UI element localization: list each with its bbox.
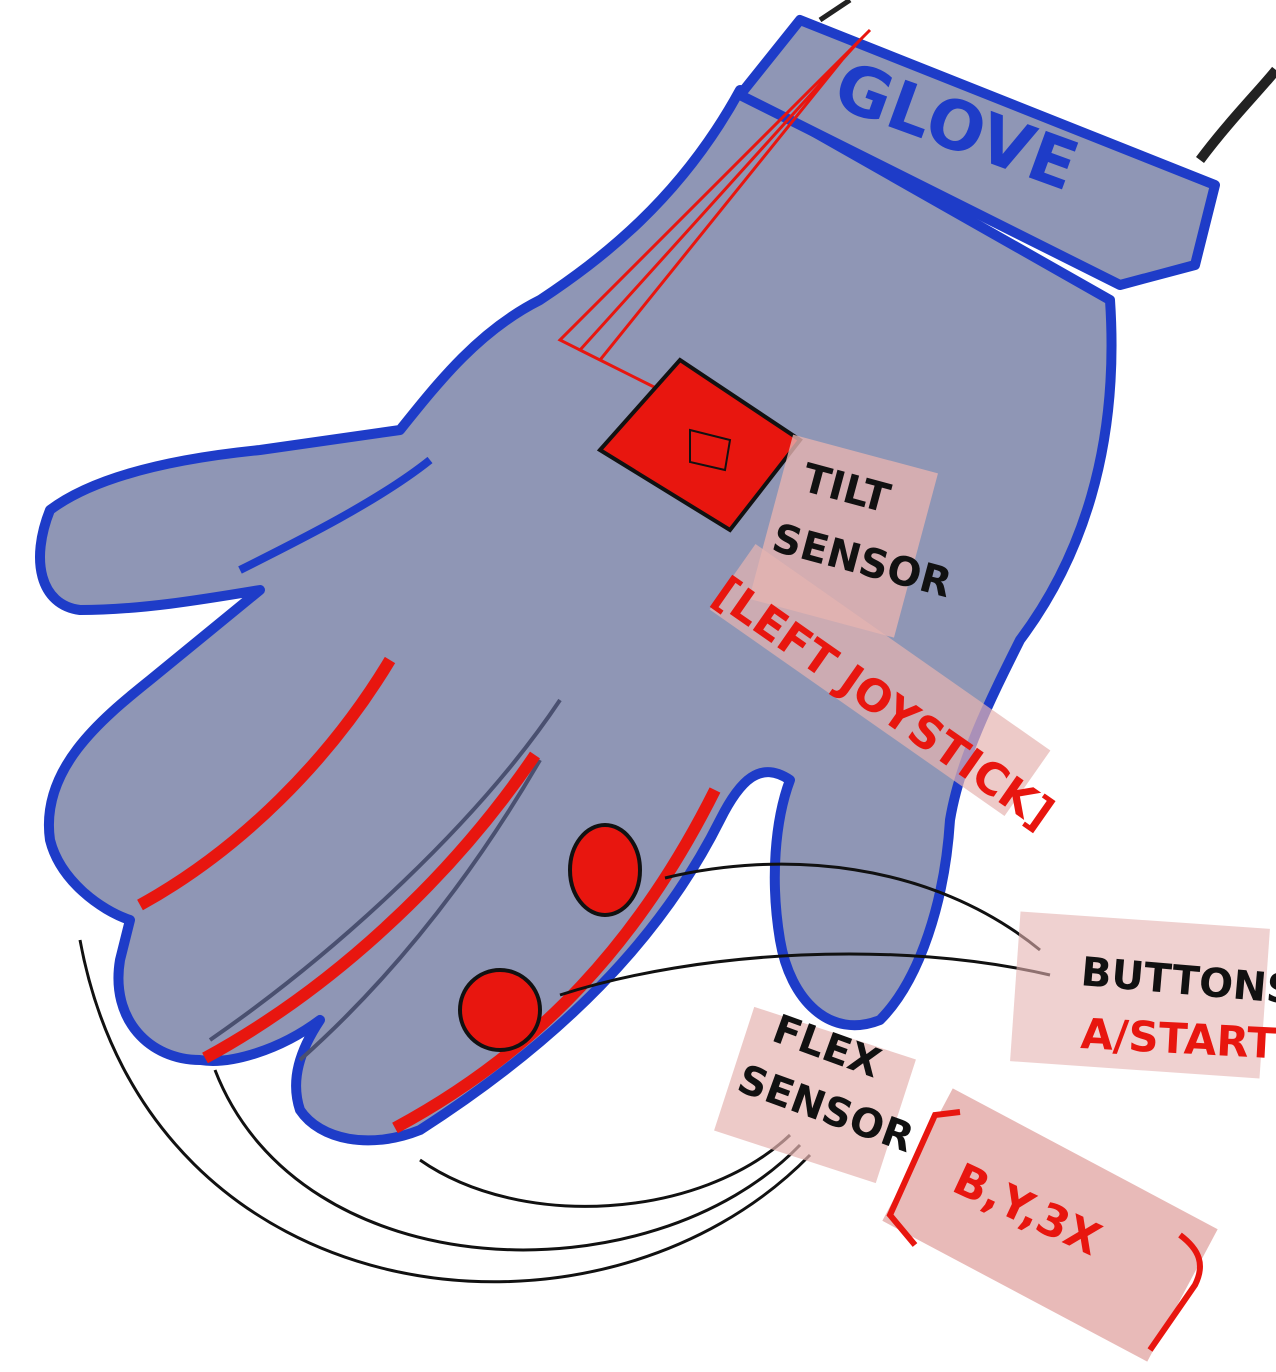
buttons-arrow-2 — [559, 952, 1051, 997]
joystick-label-bg — [709, 543, 1051, 817]
flex-label-bg — [714, 1006, 916, 1184]
tilt-sensor-icon — [689, 428, 732, 472]
cable-top — [818, 0, 852, 23]
flex-sensor-ring — [392, 787, 721, 1134]
finger-gap-middle — [208, 698, 562, 1042]
flex-mapping-bracket-right — [1147, 1232, 1203, 1352]
buttons-label-bg — [1010, 911, 1270, 1079]
flex-mapping-bg — [882, 1088, 1218, 1362]
finger-gap-ring — [298, 758, 542, 1062]
buttons-arrow-1 — [664, 862, 1041, 952]
finger-gap-index — [238, 456, 433, 574]
wristband — [735, 15, 1220, 290]
flex-arrow-1 — [419, 1133, 792, 1208]
flex-sensor-index — [137, 656, 396, 911]
flex-mapping-bracket-left — [886, 1109, 961, 1247]
button-start — [458, 968, 542, 1052]
tilt-sensor-wires — [557, 28, 872, 392]
flex-sensor-middle — [202, 751, 540, 1064]
cable — [1196, 66, 1276, 164]
flex-arrow-2 — [213, 1069, 802, 1252]
flex-arrow-3 — [78, 939, 812, 1284]
button-a — [568, 823, 642, 917]
glove-body — [35, 85, 1117, 1146]
buttons-mapping: A/START — [1079, 1009, 1276, 1068]
